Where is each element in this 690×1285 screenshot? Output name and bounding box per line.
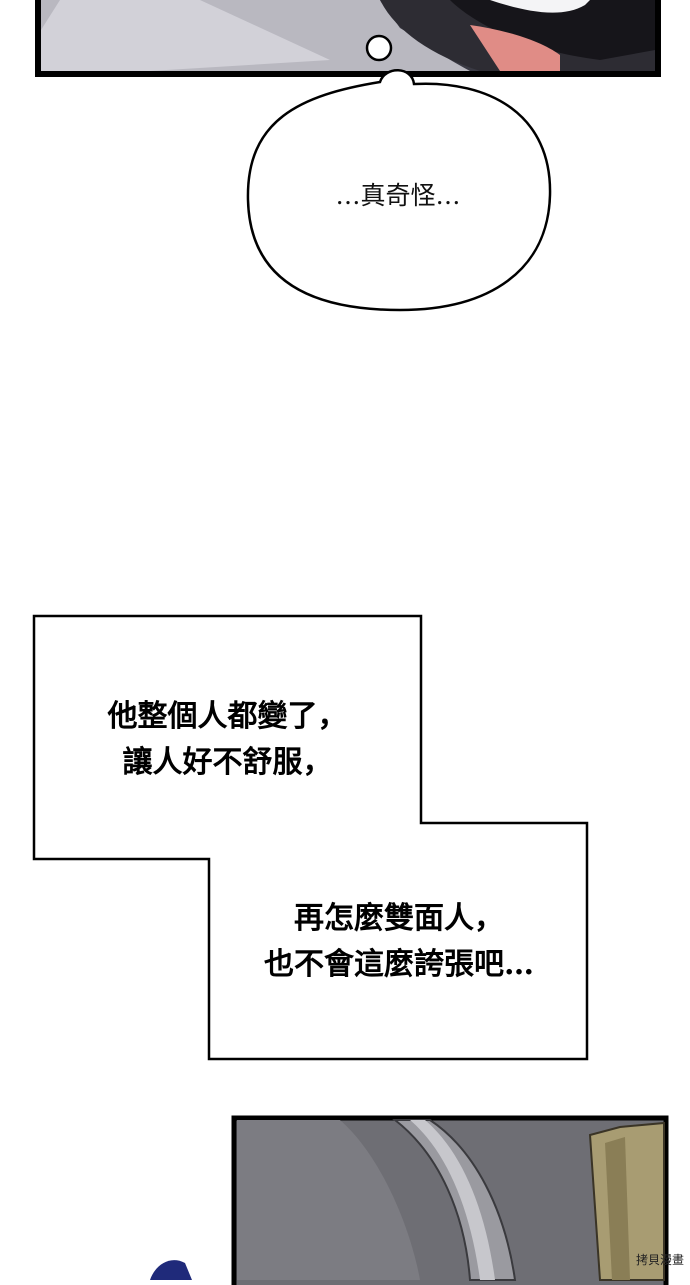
caption-1-line-2: 讓人好不舒服，	[122, 745, 333, 780]
watermark-text: 拷貝漫畫	[635, 1253, 684, 1267]
bottom-comic-panel	[150, 1115, 669, 1285]
caption-2-line-2: 也不會這麼誇張吧…	[264, 947, 534, 982]
speech-bubble	[246, 34, 552, 312]
top-comic-panel	[35, 0, 661, 77]
speech-bubble-text: …真奇怪…	[335, 181, 461, 210]
narration-caption-2: 再怎麼雙面人， 也不會這麼誇張吧…	[214, 896, 584, 988]
caption-1-line-1: 他整個人都變了，	[107, 699, 348, 734]
narration-caption-1: 他整個人都變了， 讓人好不舒服，	[40, 694, 415, 786]
caption-2-line-1: 再怎麼雙面人，	[294, 901, 504, 936]
caption-boxes	[32, 614, 589, 1061]
